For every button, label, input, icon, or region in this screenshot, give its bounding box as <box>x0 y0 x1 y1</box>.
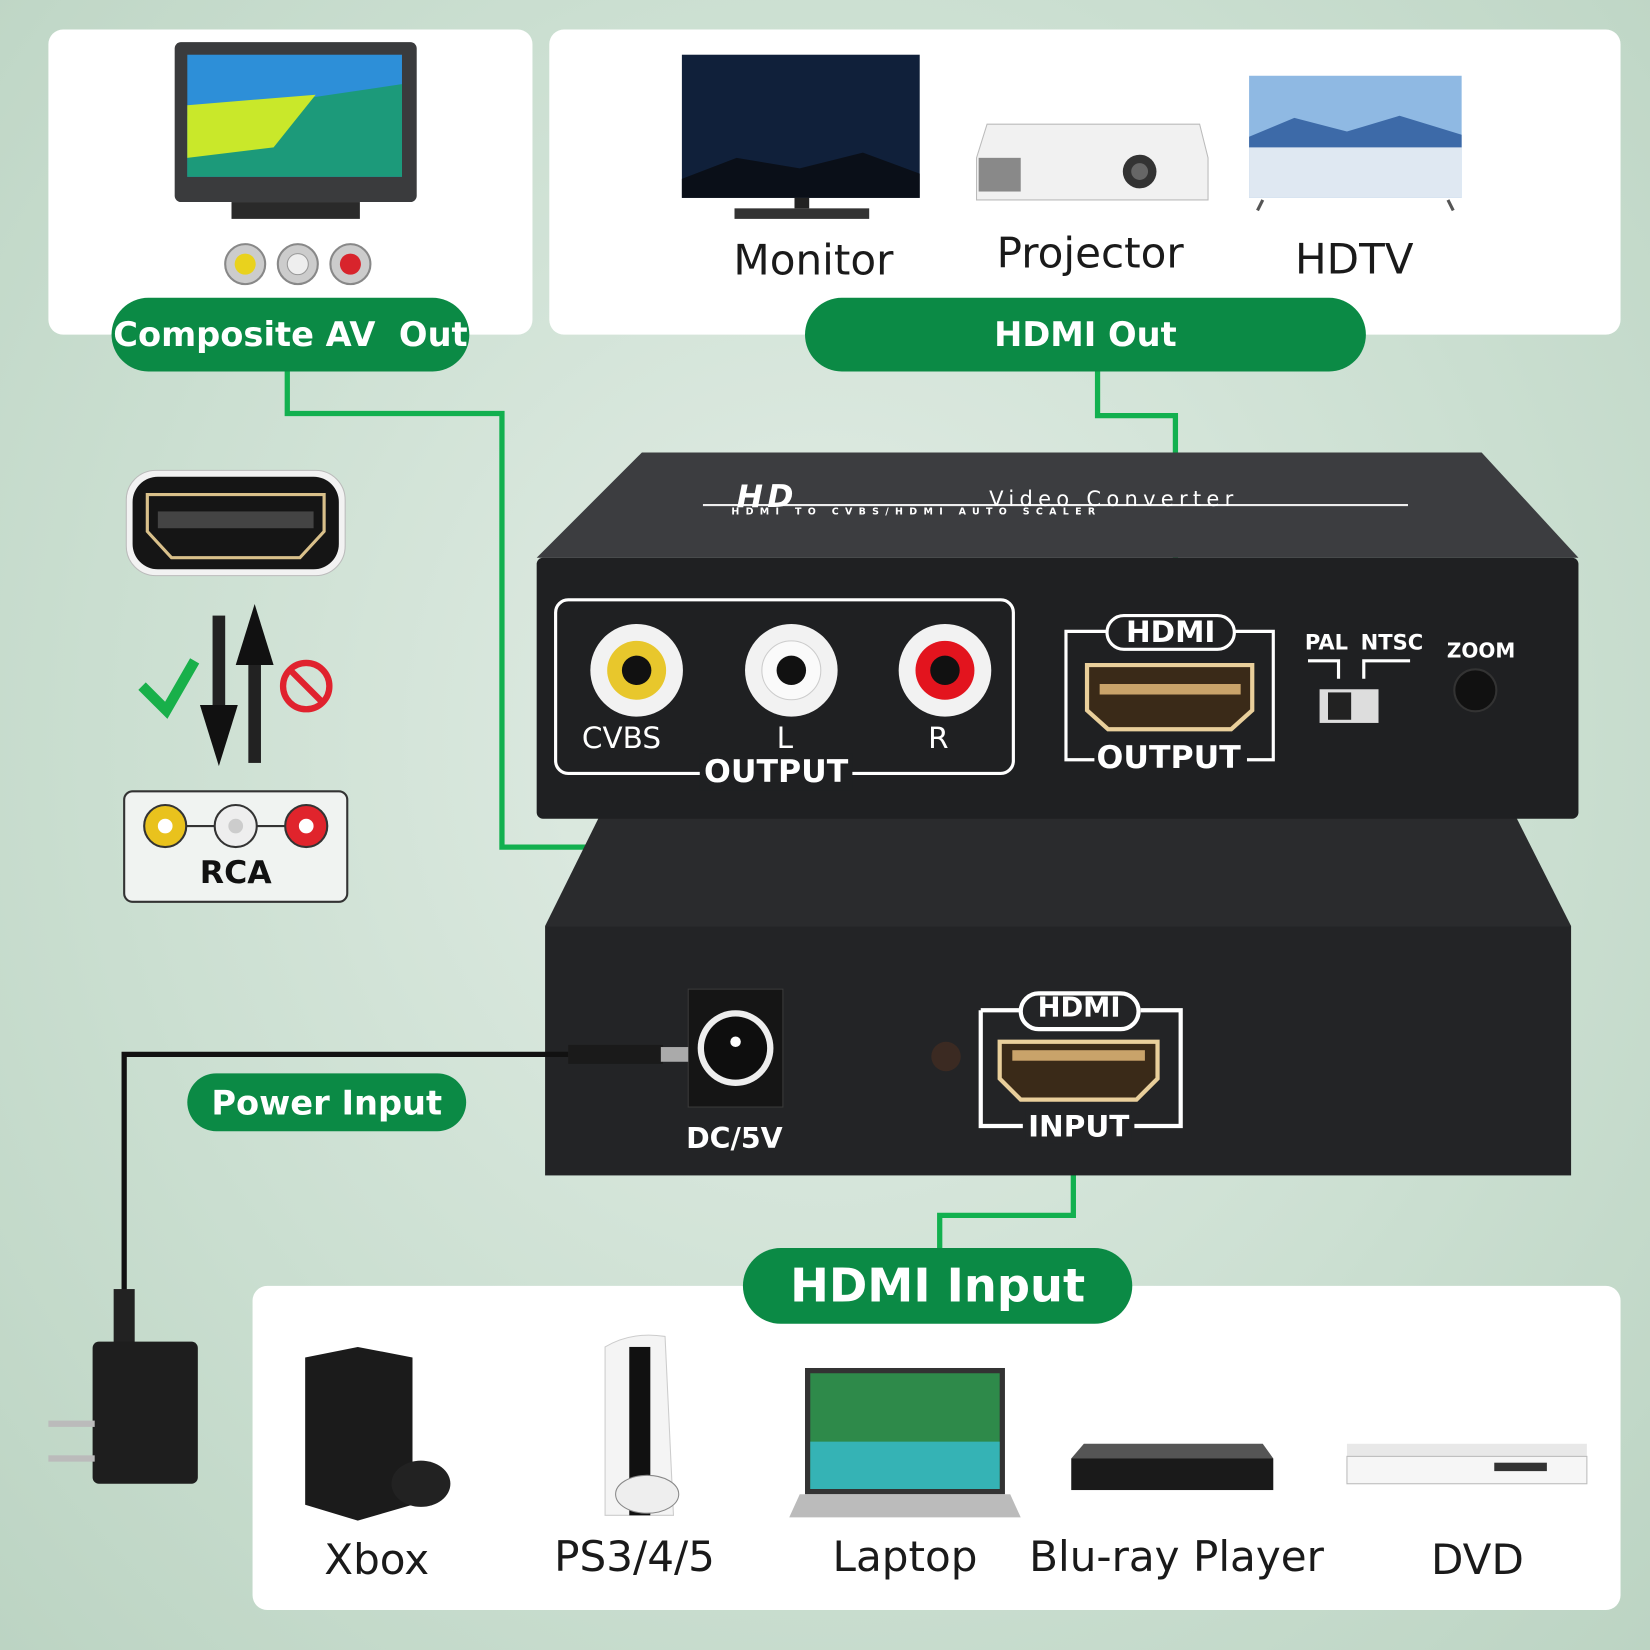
monitor-icon <box>681 54 920 219</box>
audio-r-label: R <box>928 720 949 756</box>
hdmi-input-label: INPUT <box>1025 1109 1132 1144</box>
power-input-pill: Power Input <box>187 1073 467 1132</box>
dc-label: DC/5V <box>686 1122 783 1156</box>
hdmi-input-pill: HDMI Input <box>742 1248 1133 1324</box>
hdmi-connector-icon <box>125 469 346 577</box>
laptop-label: Laptop <box>832 1533 978 1582</box>
device-brand: HD <box>736 478 798 516</box>
direction-arrows-icon <box>199 604 274 767</box>
device-title: Video Converter <box>989 486 1239 512</box>
hdmi-out-pill: HDMI Out <box>805 297 1366 372</box>
ps-label: PS3/4/5 <box>554 1533 715 1582</box>
crt-tv-icon <box>174 42 417 219</box>
hdtv-label: HDTV <box>1295 235 1414 285</box>
monitor-label: Monitor <box>733 236 894 286</box>
check-icon <box>138 658 200 719</box>
hdmi-output-badge: HDMI <box>1125 614 1216 650</box>
rca-output-label: OUTPUT <box>699 753 853 791</box>
rca-jacks-icon <box>224 243 372 286</box>
power-cable <box>121 1051 569 1305</box>
cvbs-label: CVBS <box>581 720 662 756</box>
bluray-label: Blu-ray Player <box>1029 1533 1324 1582</box>
projector-label: Projector <box>996 229 1184 278</box>
hdmi-output-port <box>1084 662 1255 732</box>
hdtv-icon <box>1249 75 1462 212</box>
xbox-label: Xbox <box>324 1536 430 1585</box>
hdmi-input-badge: HDMI <box>1037 992 1121 1024</box>
hdmi-output-label: OUTPUT <box>1096 739 1241 777</box>
device-subtitle: HDMI TO CVBS/HDMI AUTO SCALER <box>731 507 1102 518</box>
zoom-button <box>1453 668 1498 713</box>
projector-icon <box>976 123 1209 201</box>
pal-label: PAL <box>1304 629 1349 655</box>
rca-label: RCA <box>199 854 272 892</box>
composite-av-out-pill: Composite AV Out <box>111 297 470 372</box>
power-adapter-icon <box>48 1289 198 1484</box>
audio-l-label: L <box>776 720 794 756</box>
hdmi-in-connection-line <box>937 1162 1076 1253</box>
prohibited-icon <box>279 659 333 713</box>
rca-legend-icon <box>123 790 349 903</box>
ntsc-label: NTSC <box>1360 629 1424 655</box>
zoom-label: ZOOM <box>1446 639 1516 663</box>
dvd-label: DVD <box>1430 1536 1524 1585</box>
